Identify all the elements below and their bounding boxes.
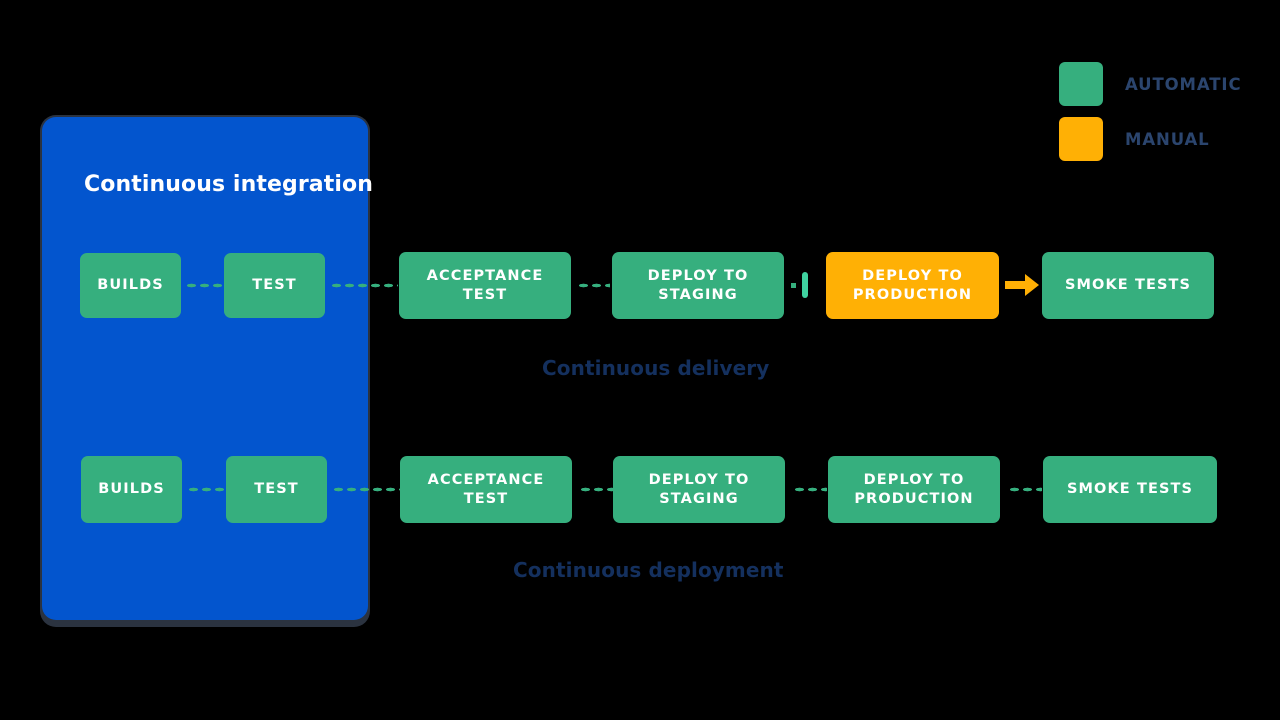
legend-label-manual: MANUAL (1125, 129, 1210, 149)
orange-square-swatch-icon (1059, 117, 1103, 161)
legend-item-manual: MANUAL (1059, 117, 1210, 161)
connector-bar-delivery-4 (802, 272, 808, 298)
legend-item-automatic: AUTOMATIC (1059, 62, 1241, 106)
arrow-shaft (1005, 281, 1025, 289)
caption-continuous-deployment: Continuous deployment (513, 558, 784, 582)
node-deployment-acceptance-test[interactable]: ACCEPTANCE TEST (400, 456, 572, 523)
green-square-swatch-icon (1059, 62, 1103, 106)
connector-dots-deployment-2 (332, 487, 400, 492)
node-delivery-acceptance-test[interactable]: ACCEPTANCE TEST (399, 252, 571, 319)
connector-dot-delivery-4 (791, 283, 796, 288)
continuous-integration-panel (42, 117, 368, 620)
connector-dots-deployment-4 (793, 487, 827, 492)
connector-dots-delivery-2 (330, 283, 398, 288)
node-deployment-test[interactable]: TEST (226, 456, 327, 523)
node-delivery-deploy-to-staging[interactable]: DEPLOY TO STAGING (612, 252, 784, 319)
node-deployment-deploy-to-staging[interactable]: DEPLOY TO STAGING (613, 456, 785, 523)
node-delivery-deploy-to-production[interactable]: DEPLOY TO PRODUCTION (826, 252, 999, 319)
connector-dots-delivery-3 (577, 283, 610, 288)
arrow-head (1025, 274, 1039, 296)
node-delivery-smoke-tests[interactable]: SMOKE TESTS (1042, 252, 1214, 319)
connector-dots-deployment-3 (579, 487, 613, 492)
node-delivery-test[interactable]: TEST (224, 253, 325, 318)
node-deployment-deploy-to-production[interactable]: DEPLOY TO PRODUCTION (828, 456, 1000, 523)
connector-dots-deployment-5 (1008, 487, 1042, 492)
manual-trigger-arrow-icon (1005, 274, 1039, 296)
connector-dots-delivery-1 (185, 283, 225, 288)
caption-continuous-delivery: Continuous delivery (542, 356, 770, 380)
node-deployment-builds[interactable]: BUILDS (81, 456, 182, 523)
node-delivery-builds[interactable]: BUILDS (80, 253, 181, 318)
legend: AUTOMATIC MANUAL (1059, 55, 1279, 170)
legend-label-automatic: AUTOMATIC (1125, 74, 1242, 94)
connector-dots-deployment-1 (187, 487, 227, 492)
ci-panel-title: Continuous integration (84, 172, 373, 197)
node-deployment-smoke-tests[interactable]: SMOKE TESTS (1043, 456, 1217, 523)
